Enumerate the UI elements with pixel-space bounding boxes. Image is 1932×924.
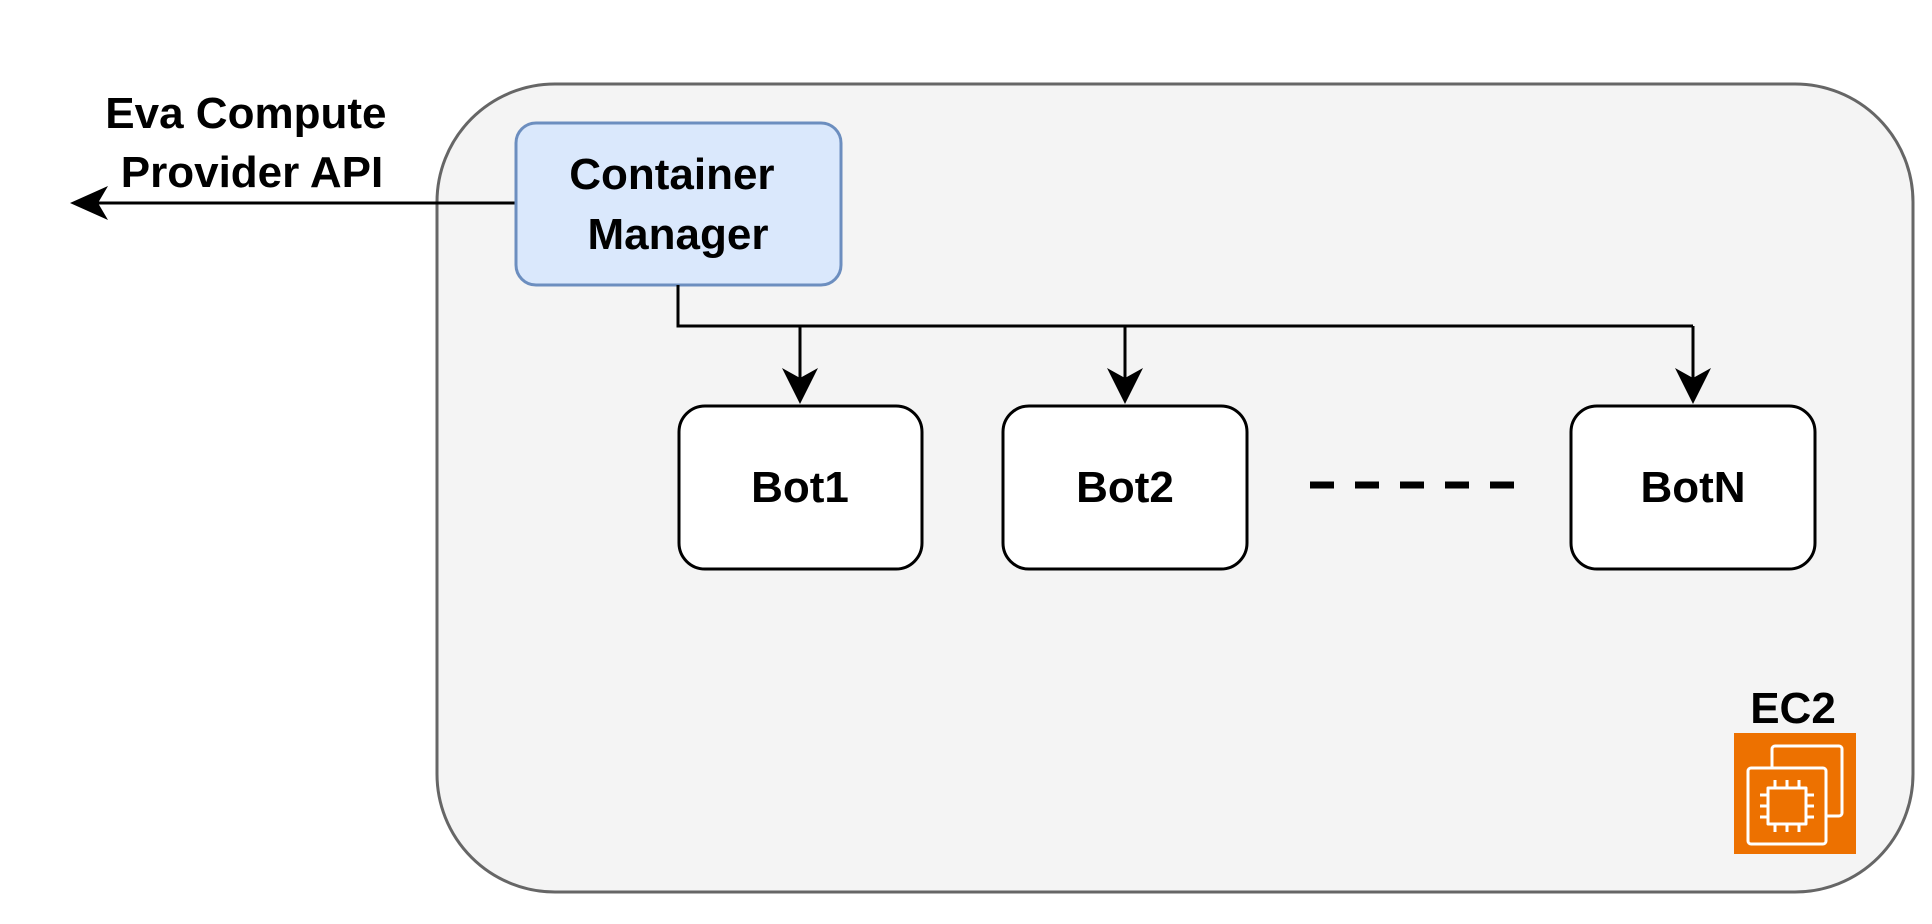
container-manager-node[interactable]: Container Manager bbox=[514, 121, 843, 287]
manager-to-api-connector bbox=[70, 186, 516, 220]
manager-to-bots-connector bbox=[676, 285, 1711, 404]
container-manager-box bbox=[514, 121, 843, 287]
external-api-label-line1: Eva Compute bbox=[105, 89, 386, 138]
bot1-label: Bot1 bbox=[751, 463, 849, 512]
external-api-label-line2: Provider API bbox=[121, 148, 383, 197]
bot2-arrowhead bbox=[1107, 368, 1143, 404]
bot1-node[interactable]: Bot1 bbox=[677, 404, 924, 571]
manager-bus-line bbox=[676, 285, 1693, 328]
bot2-box bbox=[1001, 404, 1249, 571]
ec2-label: EC2 bbox=[1750, 684, 1836, 733]
container-manager-label: Container Manager bbox=[569, 150, 787, 259]
bot1-arrowhead bbox=[782, 368, 818, 404]
ec2-instance-icon bbox=[1734, 733, 1856, 854]
container-manager-label-line1: Container bbox=[569, 150, 774, 199]
botn-arrowhead bbox=[1675, 368, 1711, 404]
botn-node[interactable]: BotN bbox=[1569, 404, 1817, 571]
bot2-node[interactable]: Bot2 bbox=[1001, 404, 1249, 571]
bot1-box bbox=[677, 404, 924, 571]
botn-box bbox=[1569, 404, 1817, 571]
external-api-label: Eva Compute Provider API bbox=[105, 89, 398, 197]
botn-label: BotN bbox=[1640, 463, 1745, 512]
api-arrowhead bbox=[70, 186, 108, 220]
container-manager-label-line2: Manager bbox=[588, 210, 769, 259]
bot2-label: Bot2 bbox=[1076, 463, 1174, 512]
